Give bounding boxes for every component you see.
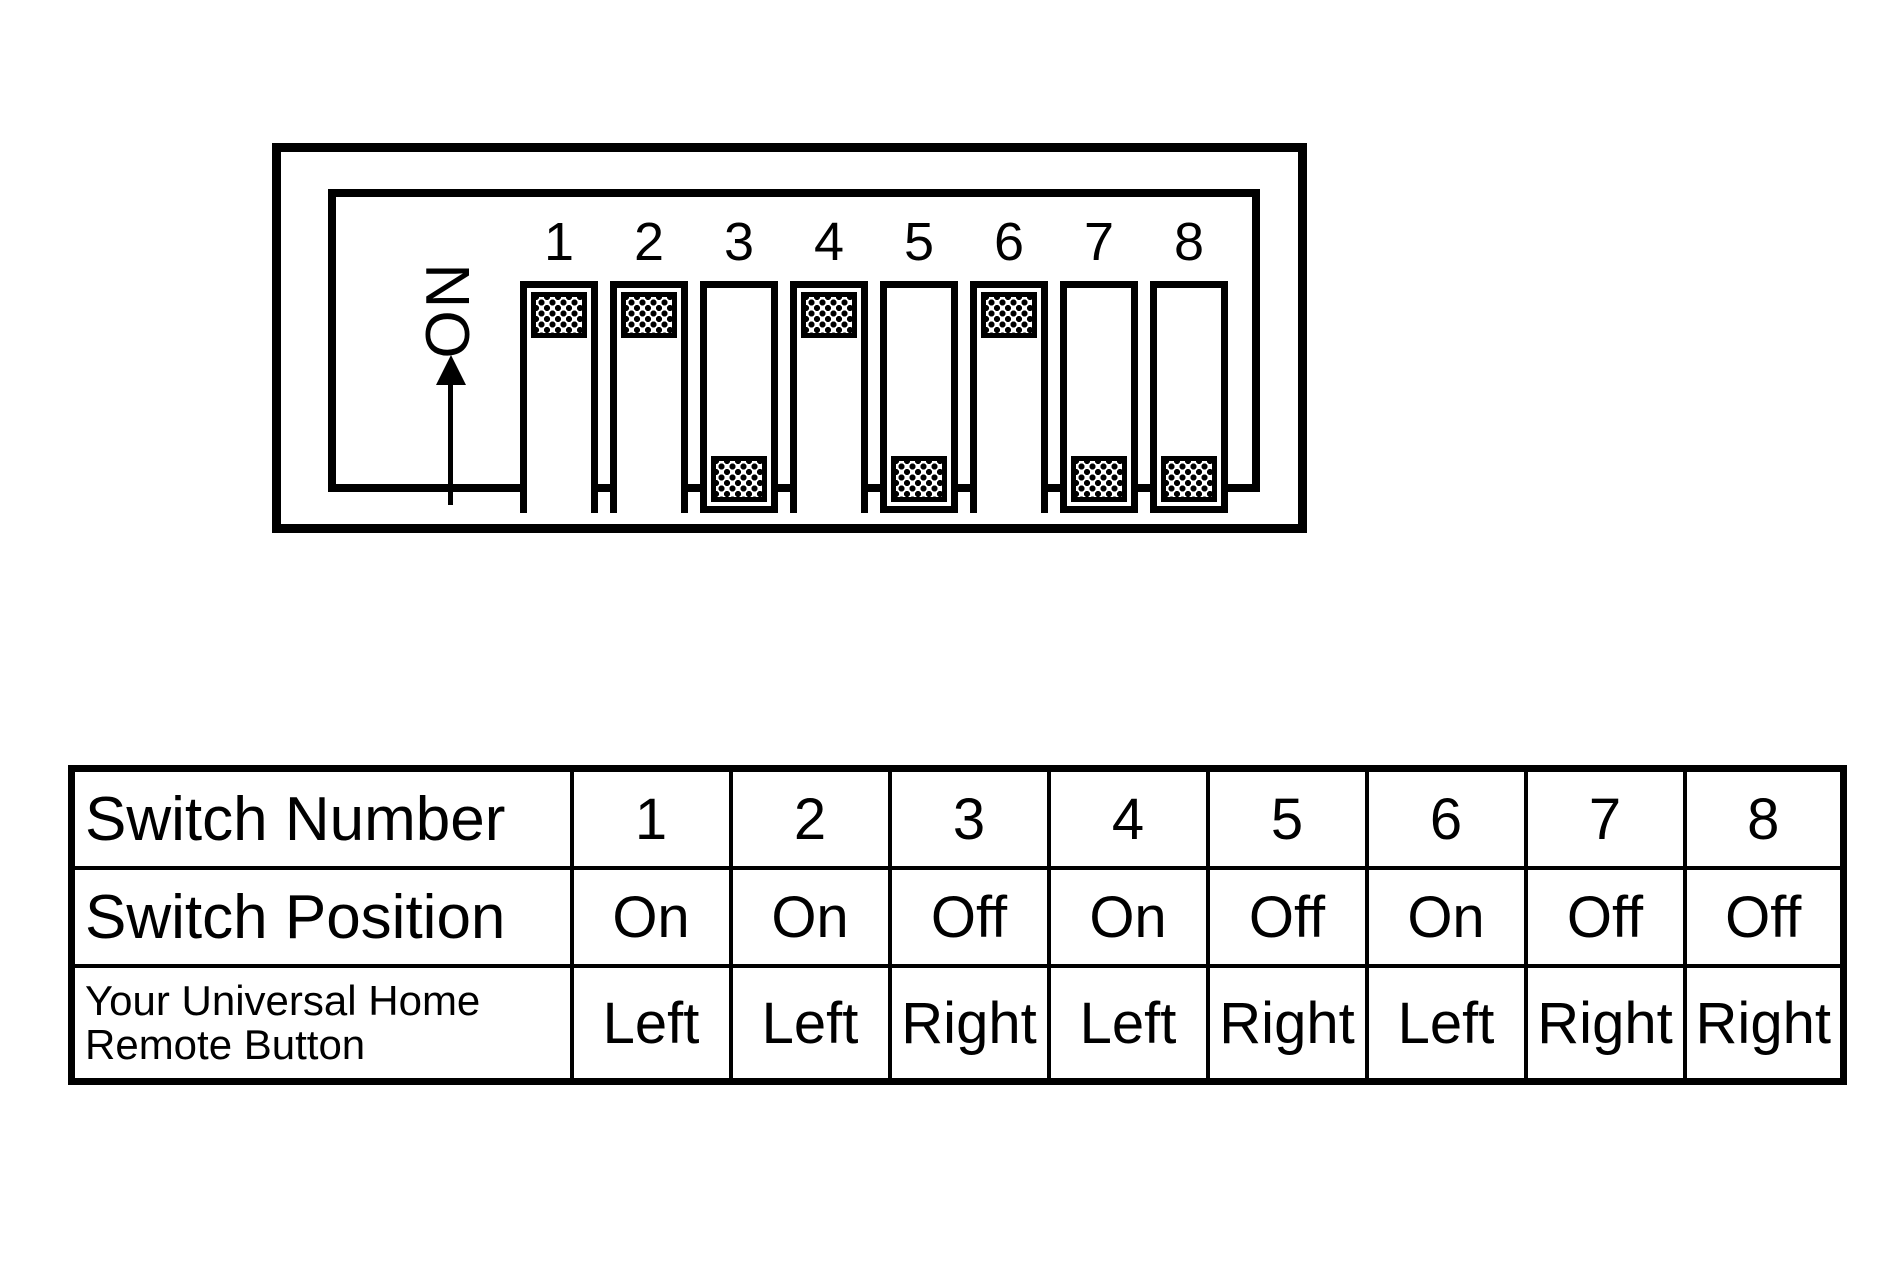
dip-switch-3[interactable]: 3 [700, 215, 778, 515]
cell-switch-position-1: On [569, 866, 733, 968]
cell-switch-position-7: Off [1523, 866, 1687, 968]
table-row-switch-position: Switch Position On On Off On Off On Off … [69, 866, 1846, 968]
cell-switch-number-8: 8 [1682, 766, 1846, 870]
dip-switch-6[interactable]: 6 [970, 215, 1048, 515]
cell-switch-number-4: 4 [1046, 766, 1210, 870]
cell-switch-number-1: 1 [569, 766, 733, 870]
dip-switch-body-8 [1150, 281, 1228, 513]
row-header-remote-button-line1: Your Universal Home [85, 976, 481, 1024]
row-header-switch-number: Switch Number [69, 766, 574, 870]
dip-switch-slider-5[interactable] [891, 456, 947, 502]
dip-switch-slider-3[interactable] [711, 456, 767, 502]
cell-switch-number-6: 6 [1364, 766, 1528, 870]
on-direction-indicator: ON [406, 247, 496, 507]
dip-switch-body-6 [970, 281, 1048, 513]
cell-switch-position-2: On [728, 866, 892, 968]
cell-remote-button-4: Left [1046, 964, 1210, 1084]
dip-switch-5[interactable]: 5 [880, 215, 958, 515]
dip-switch-body-1 [520, 281, 598, 513]
dip-switch-label-1: 1 [543, 212, 575, 272]
arrow-shaft [448, 381, 453, 505]
dip-switch-label-3: 3 [723, 212, 755, 272]
cell-switch-number-7: 7 [1523, 766, 1687, 870]
dip-switch-label-7: 7 [1083, 212, 1115, 272]
row-header-remote-button: Your Universal Home Remote Button [69, 964, 574, 1084]
dip-switch-body-5 [880, 281, 958, 513]
arrow-head [436, 355, 466, 385]
cell-switch-position-3: Off [887, 866, 1051, 968]
dip-switch-body-2 [610, 281, 688, 513]
cell-remote-button-5: Right [1205, 964, 1369, 1084]
dip-switch-label-8: 8 [1173, 212, 1205, 272]
dip-switch-slider-7[interactable] [1071, 456, 1127, 502]
dip-switch-7[interactable]: 7 [1060, 215, 1138, 515]
dip-switch-slider-4[interactable] [801, 292, 857, 338]
cell-switch-position-5: Off [1205, 866, 1369, 968]
cell-remote-button-7: Right [1523, 964, 1687, 1084]
dip-switch-label-4: 4 [813, 212, 845, 272]
cell-remote-button-3: Right [887, 964, 1051, 1084]
dip-switch-slider-1[interactable] [531, 292, 587, 338]
table-row-remote-button: Your Universal Home Remote Button Left L… [69, 964, 1846, 1084]
dip-switch-2[interactable]: 2 [610, 215, 688, 515]
dip-switch-1[interactable]: 1 [520, 215, 598, 515]
cell-switch-number-2: 2 [728, 766, 892, 870]
dip-switch-body-7 [1060, 281, 1138, 513]
row-header-switch-position: Switch Position [69, 866, 574, 968]
cell-switch-position-8: Off [1682, 866, 1846, 968]
table-row-switch-number: Switch Number 1 2 3 4 5 6 7 8 [69, 766, 1846, 870]
cell-remote-button-6: Left [1364, 964, 1528, 1084]
dip-switch-body-3 [700, 281, 778, 513]
dip-switch-slider-2[interactable] [621, 292, 677, 338]
cell-switch-position-6: On [1364, 866, 1528, 968]
cell-remote-button-8: Right [1682, 964, 1846, 1084]
row-header-remote-button-line2: Remote Button [85, 1021, 366, 1068]
cell-remote-button-1: Left [569, 964, 733, 1084]
switch-configuration-table: Switch Number 1 2 3 4 5 6 7 8 Switch Pos… [68, 765, 1847, 1085]
switch-configuration-table-wrapper: Switch Number 1 2 3 4 5 6 7 8 Switch Pos… [68, 765, 1847, 1085]
dip-switch-4[interactable]: 4 [790, 215, 868, 515]
dip-switch-8[interactable]: 8 [1150, 215, 1228, 515]
dip-switch-label-5: 5 [903, 212, 935, 272]
dip-switch-slider-8[interactable] [1161, 456, 1217, 502]
dip-switch-body-4 [790, 281, 868, 513]
cell-switch-number-5: 5 [1205, 766, 1369, 870]
dip-switch-label-6: 6 [993, 212, 1025, 272]
up-arrow-icon [436, 355, 466, 505]
dip-switch-label-2: 2 [633, 212, 665, 272]
dip-switch-slider-6[interactable] [981, 292, 1037, 338]
cell-switch-number-3: 3 [887, 766, 1051, 870]
cell-switch-position-4: On [1046, 866, 1210, 968]
cell-remote-button-2: Left [728, 964, 892, 1084]
